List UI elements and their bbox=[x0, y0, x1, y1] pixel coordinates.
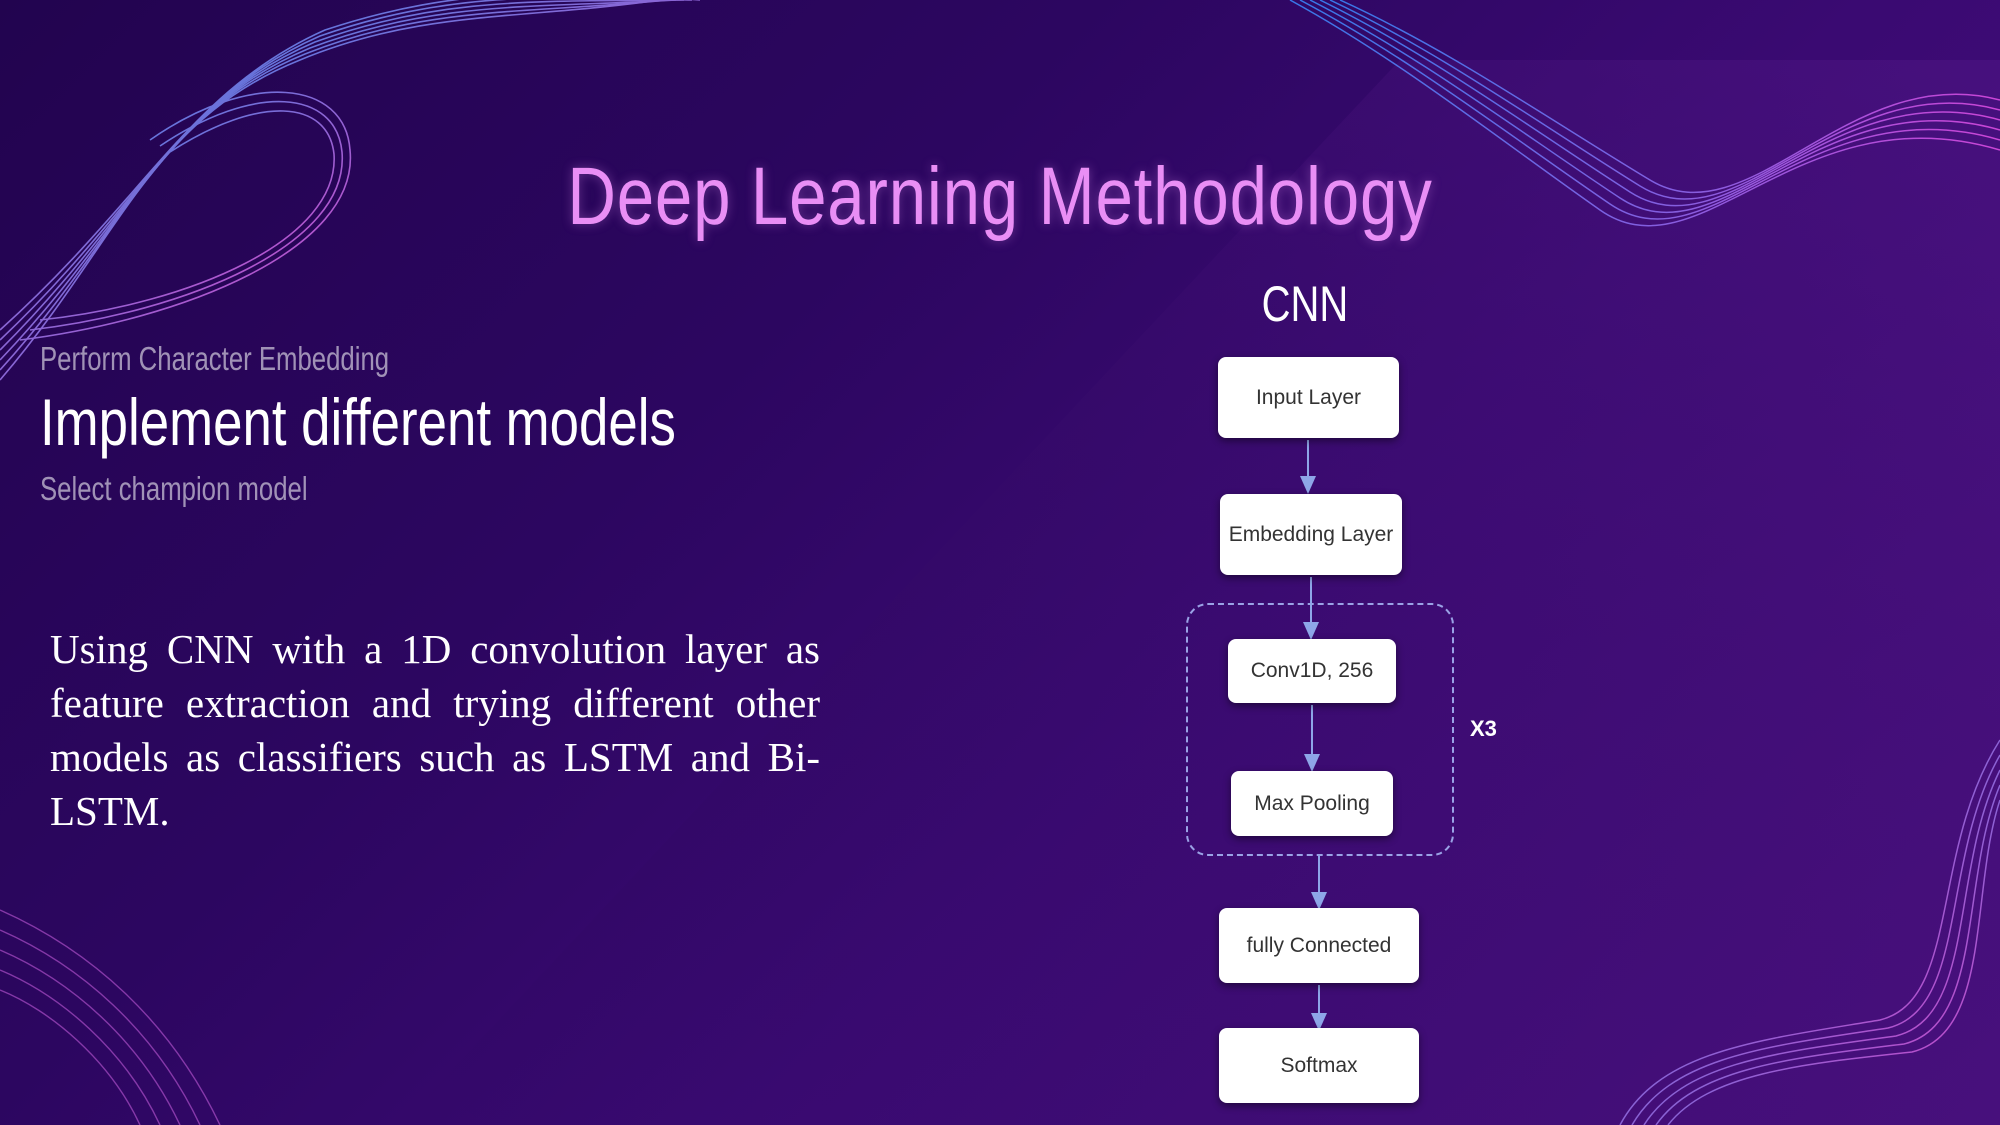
methodology-steps: Perform Character Embedding Implement di… bbox=[40, 340, 835, 508]
slide-title: Deep Learning Methodology bbox=[567, 151, 1433, 242]
repeat-count-label: X3 bbox=[1470, 716, 1497, 741]
repeat-block-boundary bbox=[1186, 603, 1454, 856]
description-paragraph: Using CNN with a 1D convolution layer as… bbox=[50, 626, 820, 834]
node-input-layer: Input Layer bbox=[1218, 357, 1399, 438]
node-fully-connected: fully Connected bbox=[1219, 908, 1419, 983]
node-max-pooling: Max Pooling bbox=[1231, 771, 1393, 836]
step-implement-models: Implement different models bbox=[40, 385, 676, 459]
step-character-embedding: Perform Character Embedding bbox=[40, 340, 390, 377]
node-softmax: Softmax bbox=[1219, 1028, 1419, 1103]
node-conv1d: Conv1D, 256 bbox=[1228, 639, 1396, 703]
node-embedding-layer: Embedding Layer bbox=[1220, 494, 1402, 575]
diagram-label: CNN bbox=[1261, 276, 1349, 332]
step-select-champion: Select champion model bbox=[40, 470, 308, 507]
